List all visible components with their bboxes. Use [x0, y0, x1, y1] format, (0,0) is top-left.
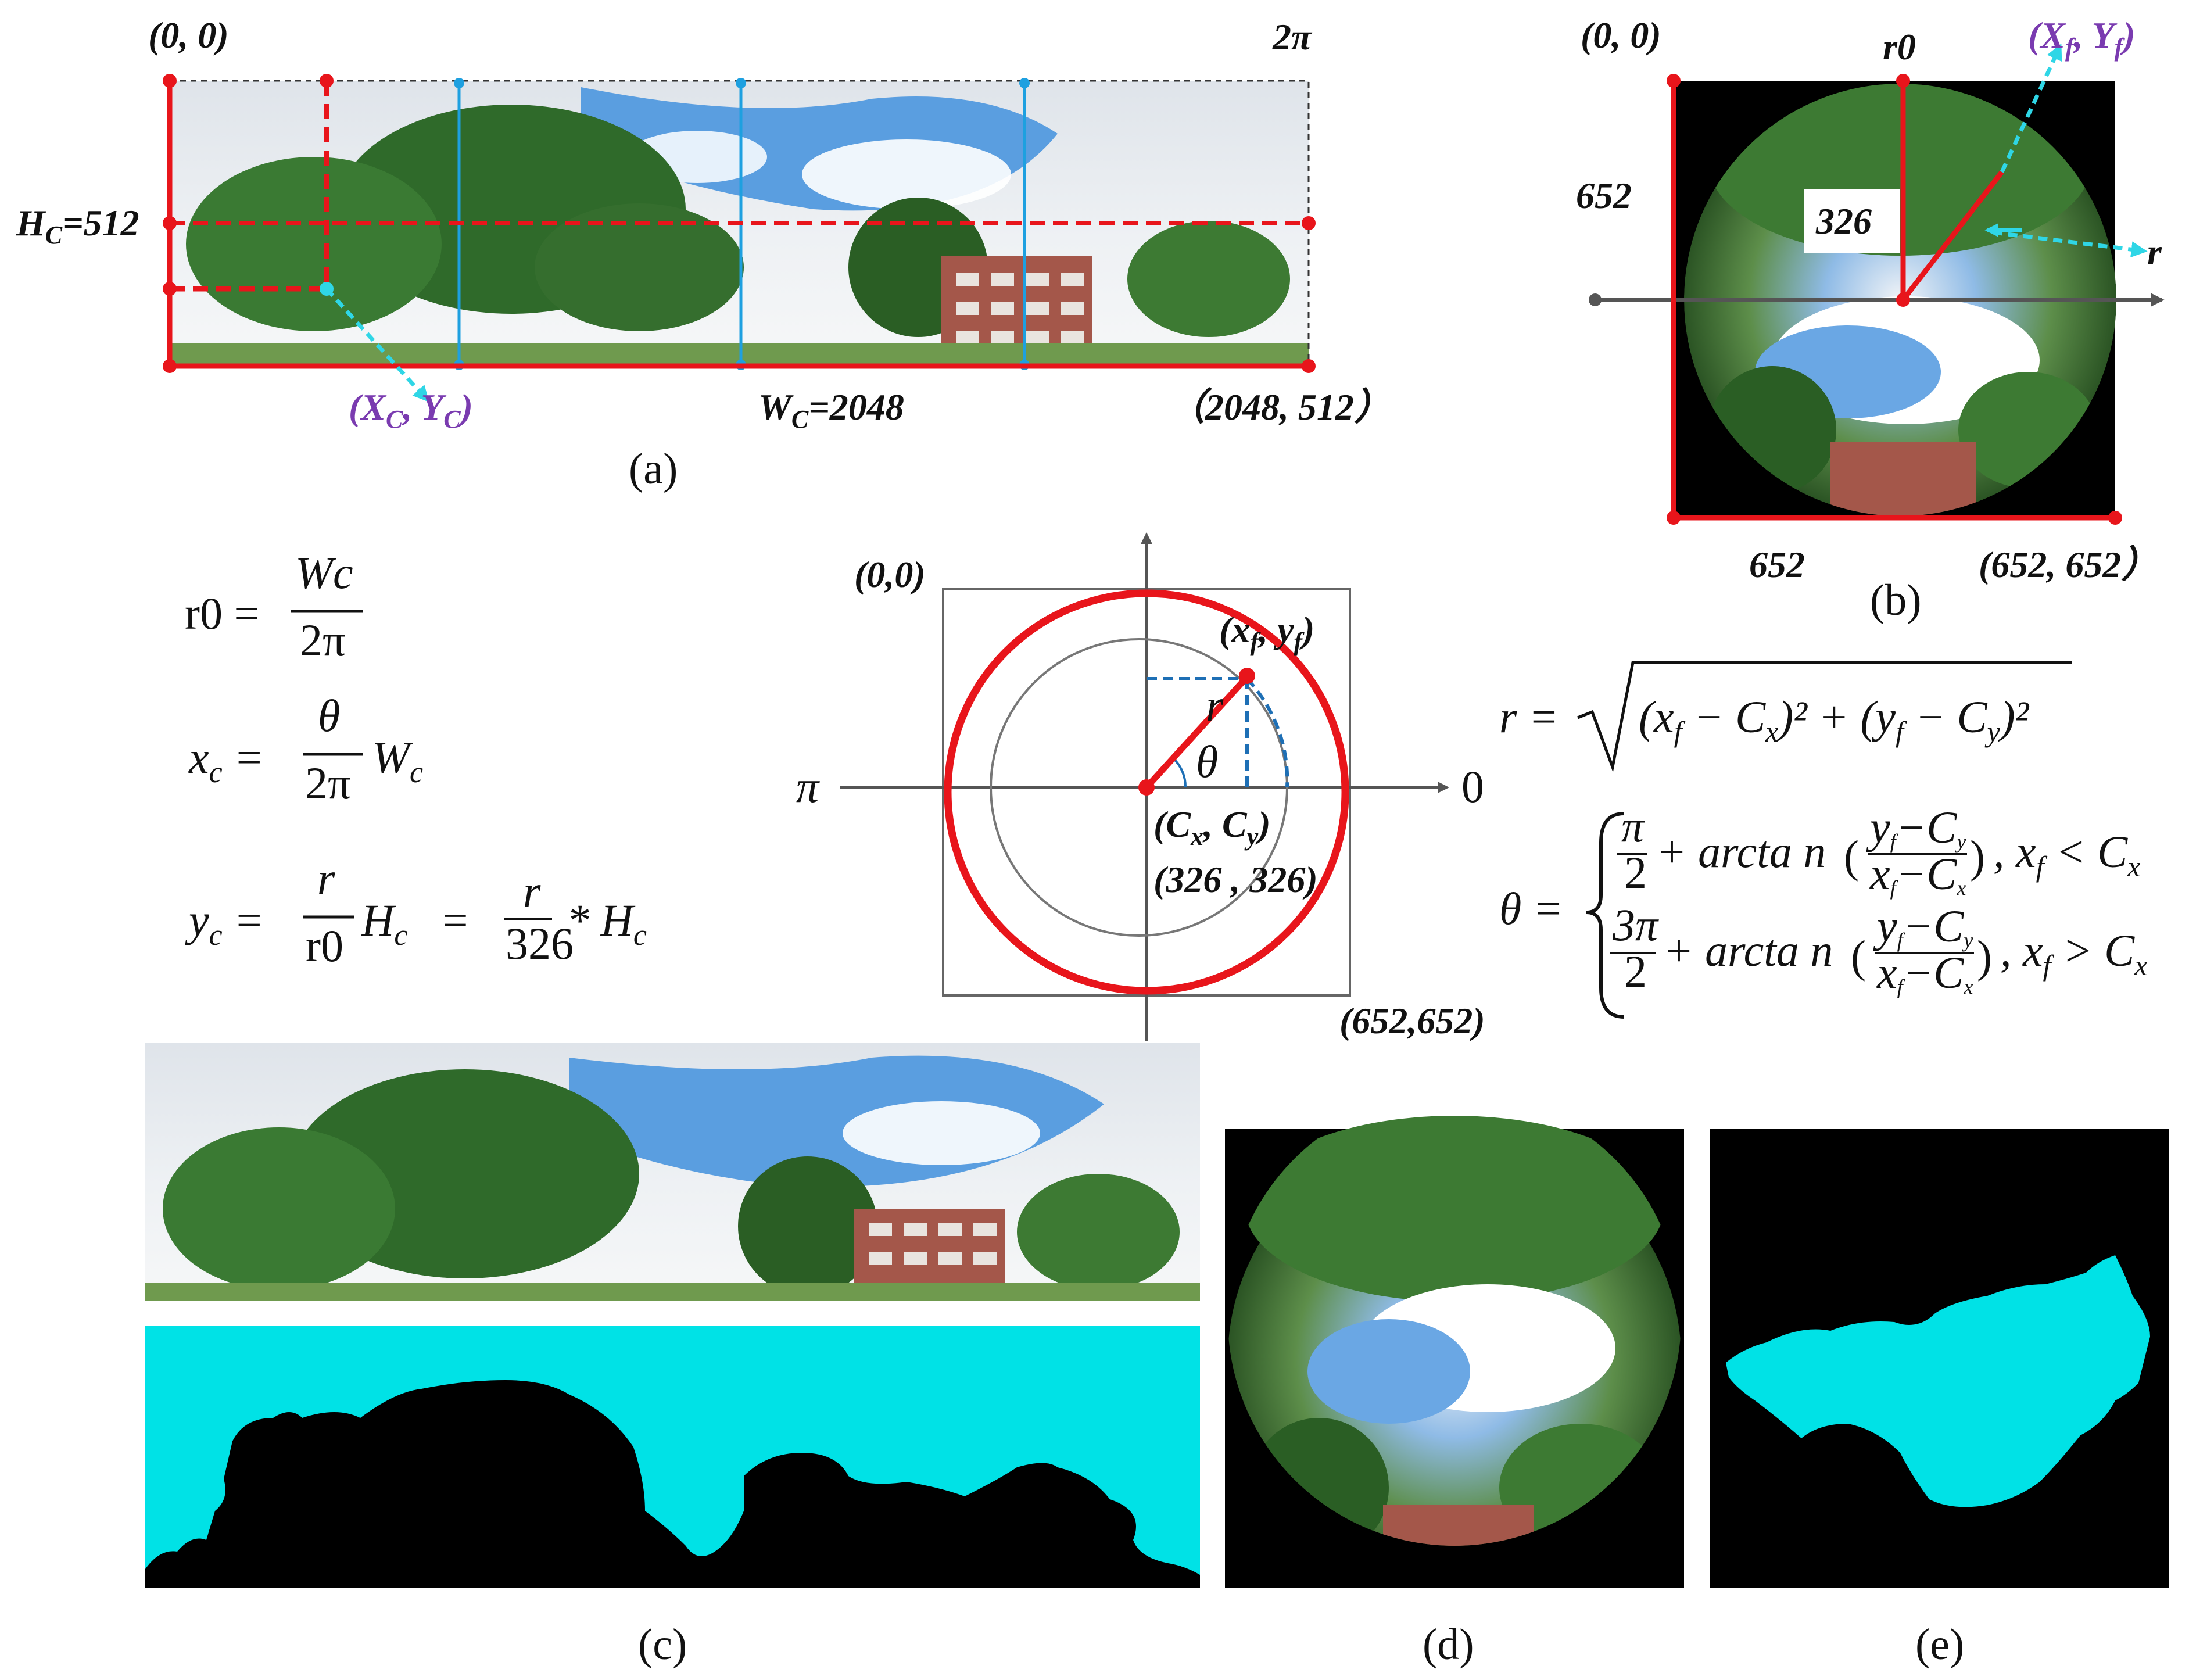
panel-a-height-label: HC=512 — [16, 202, 139, 249]
eq-case1-cond: , xf < Cx — [1993, 826, 2140, 883]
center-point-label: (xf, yf) — [1219, 609, 1314, 656]
panel-a: (0, 0) 2π HC=512 (XC, YC) WC=2048 （2048,… — [16, 15, 1391, 493]
center-center-coords: (326 , 326) — [1153, 859, 1318, 900]
panel-b-r0-label: r0 — [1883, 26, 1916, 67]
panel-d-caption: (d) — [1423, 1620, 1474, 1669]
eq-yc-rhs: Hc= — [361, 895, 468, 952]
panel-e: (e) — [1710, 1129, 2169, 1669]
eq-case1-fnum: yf−Cy — [1866, 802, 1966, 853]
eq-r0-den: 2π — [300, 615, 345, 665]
center-corner-label: (652,652) — [1339, 1000, 1485, 1041]
eq-r-lhs: r = — [1499, 692, 1559, 742]
panel-a-width-label: WC=2048 — [758, 386, 904, 434]
center-r-label: r — [1206, 680, 1224, 730]
eq-r0-num: Wc — [295, 547, 353, 598]
eq-r0-lhs: r0 = — [185, 588, 259, 639]
panel-b-radius-box — [1804, 189, 1900, 253]
eq-xc-num: θ — [318, 690, 340, 741]
eq-case1-paren-close: ) — [1970, 831, 1985, 882]
eq-yc-den2: 326 — [506, 918, 574, 969]
fisheye-image-d — [1228, 1116, 1681, 1546]
panel-c-caption: (c) — [638, 1620, 687, 1669]
equations-left: r0 = Wc 2π xc= θ 2π Wc yc= r r0 Hc= r 32… — [185, 547, 647, 971]
panel-b-caption: (b) — [1870, 576, 1922, 625]
eq-case2-paren-open: ( — [1851, 931, 1866, 982]
panel-a-origin-label: (0, 0) — [148, 15, 229, 56]
panorama-image-c — [145, 1043, 1200, 1301]
center-pi-label: π — [796, 761, 820, 812]
eq-yc-mult: * Hc — [567, 895, 647, 952]
panel-b-r-label: r — [2147, 231, 2162, 273]
eq-case1-paren-open: ( — [1844, 831, 1859, 882]
eq-case2-paren-close: ) — [1977, 931, 1992, 982]
eq-yc-den: r0 — [306, 920, 343, 971]
outer-circle-red — [944, 589, 1349, 995]
center-zero-label: 0 — [1461, 761, 1484, 812]
eq-case2-den: 2 — [1624, 946, 1647, 997]
red-frame-lines — [167, 81, 1309, 369]
sky-mask-panorama-c — [145, 1326, 1200, 1588]
panel-b-origin-label: (0, 0) — [1581, 15, 1661, 56]
center-polar-diagram: (0,0) (xf, yf) r θ π 0 (Cx, Cy) (326 , 3… — [796, 532, 1485, 1041]
eq-case2-fnum: yf−Cy — [1873, 901, 1973, 952]
equations-right: r = (xf − Cx)² + (yf − Cy)² θ = π 2 + ar… — [1499, 661, 2147, 1019]
panel-b-corner-label: (652, 652） — [1979, 544, 2158, 585]
center-origin-label: (0,0) — [854, 554, 926, 595]
panel-b-side-label: 652 — [1576, 175, 1632, 216]
panel-a-corner-label: （2048, 512） — [1168, 386, 1391, 428]
panel-d: (d) — [1225, 1116, 1684, 1669]
panel-a-two-pi-label: 2π — [1272, 16, 1313, 58]
panel-b-radius-label: 326 — [1815, 200, 1872, 242]
eq-yc-num2: r — [523, 866, 541, 916]
eq-case1-den: 2 — [1624, 847, 1647, 898]
panel-e-caption: (e) — [1915, 1620, 1964, 1669]
eq-case2-num: 3π — [1612, 900, 1659, 950]
eq-yc-num: r — [317, 853, 335, 904]
center-center-label: (Cx, Cy) — [1153, 804, 1271, 851]
eq-r-rhs: (xf − Cx)² + (yf − Cy)² — [1639, 692, 2030, 748]
eq-xc: xc= — [188, 732, 262, 789]
eq-case1-plus: + arcta n — [1656, 826, 1826, 877]
eq-yc: yc= — [185, 895, 262, 952]
eq-xc-den: 2π — [305, 758, 350, 808]
eq-case2-plus: + arcta n — [1663, 925, 1833, 976]
center-theta-label: θ — [1196, 736, 1218, 787]
panel-c: (c) — [145, 1043, 1200, 1669]
eq-case2-fden: xf−Cx — [1876, 947, 1973, 998]
panel-b-xf-label: (Xf, Yf) — [2028, 15, 2136, 62]
eq-case1-num: π — [1621, 801, 1645, 851]
panel-b-bottom-label: 652 — [1749, 544, 1805, 585]
panorama-image-a — [170, 81, 1309, 366]
eq-xc-rhs: Wc — [372, 732, 423, 789]
eq-theta-lhs: θ = — [1499, 883, 1563, 934]
panel-b: (0, 0) r0 (Xf, Yf) 652 326 r 652 (652, 6… — [1576, 15, 2165, 625]
panel-a-caption: (a) — [629, 445, 678, 493]
eq-case1-fden: xf−Cx — [1869, 848, 1966, 900]
panel-a-point-label: (XC, YC) — [349, 386, 473, 434]
sky-mask-fisheye-e — [1726, 1255, 2150, 1507]
eq-case2-cond: , xf > Cx — [2000, 925, 2147, 982]
